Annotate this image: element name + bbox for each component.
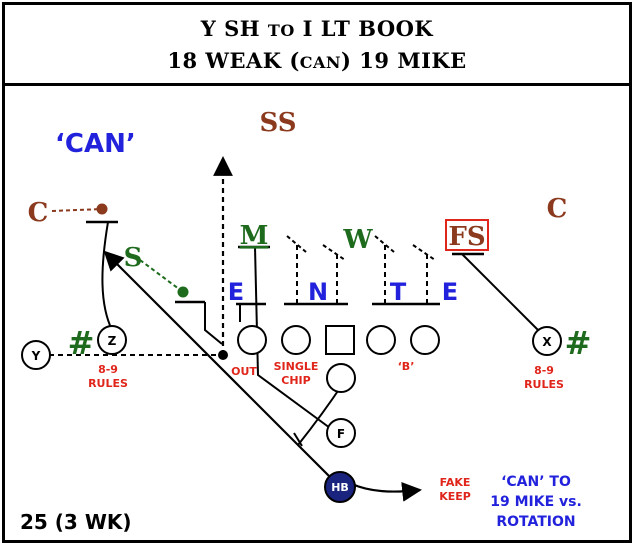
block-e-left <box>204 302 223 345</box>
title-line-1: Y SH TO I LT BOOK <box>200 16 434 41</box>
defender-c-right: C <box>547 194 568 224</box>
note-chip: CHIP <box>281 374 310 387</box>
quarterback <box>326 363 356 393</box>
defender-n: N <box>308 278 328 306</box>
route-point <box>218 350 228 360</box>
route-x <box>461 253 541 333</box>
note-out: OUT <box>231 365 257 378</box>
corner-left-leverage <box>51 208 103 212</box>
block-t-right-cap <box>412 244 436 261</box>
player-x-label: X <box>542 335 552 349</box>
player-f-label: F <box>337 427 345 441</box>
play-code: 25 (3 WK) <box>20 510 132 534</box>
player-y <box>21 340 51 370</box>
defender-t: T <box>390 278 407 306</box>
rules-left-1: 8-9 <box>98 363 118 376</box>
note-can-to-3: ROTATION <box>496 514 575 530</box>
player-hb-label: HB <box>331 481 349 494</box>
title-line-2: 18 WEAK (CAN) 19 MIKE <box>167 48 467 73</box>
defender-c-left: C <box>28 198 49 228</box>
right-guard <box>366 325 396 355</box>
player-f <box>326 418 356 448</box>
block-m-path <box>254 246 331 429</box>
rules-right-2: RULES <box>524 378 564 391</box>
note-can-to-2: 19 MIKE vs. <box>490 494 582 510</box>
defender-e-right: E <box>442 278 458 306</box>
right-tackle <box>410 325 440 355</box>
note-b: ‘B’ <box>398 360 415 373</box>
hash-left: # <box>68 324 95 362</box>
hash-right: # <box>565 324 592 362</box>
defender-ss: SS <box>260 108 297 138</box>
route-z <box>101 221 113 331</box>
note-fake: FAKE <box>440 476 471 489</box>
defender-fs-box <box>445 219 489 251</box>
corner-left-dot <box>96 203 108 215</box>
safety-leverage <box>139 259 184 293</box>
block-single-chip-bar <box>293 432 303 447</box>
rules-right-1: 8-9 <box>534 364 554 377</box>
player-z-label: Z <box>108 334 117 348</box>
note-single: SINGLE <box>274 360 319 373</box>
left-tackle <box>237 325 267 355</box>
rules-left-2: RULES <box>88 377 128 390</box>
route-hb-kick <box>103 250 341 488</box>
left-guard <box>281 325 311 355</box>
defender-e-left: E <box>228 278 244 306</box>
player-hb <box>324 471 356 503</box>
block-n-right-cap <box>322 244 346 261</box>
defender-m: M <box>240 221 269 251</box>
player-y-label: Y <box>31 349 41 363</box>
safety-dot <box>177 286 189 298</box>
defender-fs: FS <box>448 222 485 252</box>
defender-w: W <box>342 225 373 255</box>
note-can-to-1: ‘CAN’ TO <box>501 474 571 490</box>
player-x <box>532 326 562 356</box>
play-title: Y SH TO I LT BOOK 18 WEAK (CAN) 19 MIKE <box>5 5 629 86</box>
player-z <box>97 325 127 355</box>
center <box>325 325 355 355</box>
route-hb-fake-keep <box>351 482 422 502</box>
call-label: ‘CAN’ <box>55 129 136 159</box>
defender-s: S <box>124 243 143 273</box>
note-keep: KEEP <box>439 490 471 503</box>
